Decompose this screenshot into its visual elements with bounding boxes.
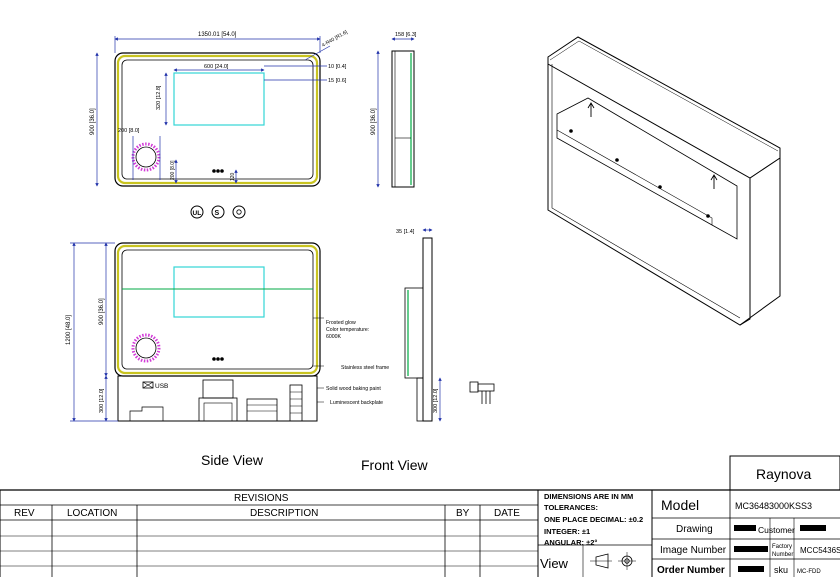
title-block: [0, 455, 840, 577]
svg-text:ONE PLACE DECIMAL: ±0.2: ONE PLACE DECIMAL: ±0.2: [544, 515, 643, 524]
knob-ring: [131, 142, 161, 172]
connector-detail: [469, 381, 495, 404]
location-header: LOCATION: [67, 508, 117, 519]
front-view: USB Frosted glow Color temperature: 6000…: [66, 242, 389, 422]
sku-value: MC-FDD: [797, 569, 821, 575]
cert-ul-icon: [190, 205, 204, 219]
redacted-drawing: [734, 525, 756, 531]
projection-symbol-icon: [590, 552, 636, 570]
tolerance-notes: DIMENSIONS ARE IN MM TOLERANCES: ONE PLA…: [544, 492, 643, 547]
dim-width: 1350.01 [54.0]: [198, 32, 237, 38]
svg-text:ANGULAR: ±2°: ANGULAR: ±2°: [544, 538, 597, 547]
model-label: Model: [661, 497, 699, 513]
usb-label: USB: [155, 383, 168, 390]
dim-corner-radius: 4-R40 [R1.6]: [321, 29, 349, 49]
description-header: DESCRIPTION: [250, 508, 318, 519]
dim-base-height: 300 [12.0]: [99, 388, 105, 413]
callout-wood: Solid wood baking paint: [326, 386, 381, 392]
mirror-inner-frame: [121, 59, 314, 180]
top-view: 1350.01 [54.0] 4-R40 [R1.6] 600 [24.0] 3…: [90, 29, 349, 187]
certification-icons: UL S: [190, 205, 246, 219]
side-view-top: 158 [6.3] 900 [36.0]: [371, 32, 417, 188]
factory-number-value: MCC5436S: [800, 546, 840, 555]
top-view-dimensions: [95, 36, 331, 187]
dim-knob-offset: 200 [8.0]: [170, 160, 176, 180]
customer-label: Customer: [758, 525, 795, 535]
revisions-title: REVISIONS: [234, 493, 289, 504]
side-view-label: Side View: [201, 452, 264, 468]
redacted-order-number: [738, 566, 764, 572]
dim-bottom-depth: 35 [1.4]: [396, 229, 415, 235]
dim-top-offset: 10 [0.4]: [328, 64, 347, 70]
dim-side-depth: 158 [6.3]: [395, 32, 417, 38]
by-header: BY: [456, 508, 470, 519]
dim-display-height: 320 [12.8]: [156, 85, 162, 110]
factory-label-line2: Number: [772, 552, 793, 558]
dim-height: 900 [36.0]: [90, 108, 96, 135]
svg-text:S: S: [215, 210, 220, 217]
callout-backplate: Luminescent backplate: [330, 400, 383, 406]
brand-name: Raynova: [756, 466, 811, 482]
svg-text:TOLERANCES:: TOLERANCES:: [544, 503, 598, 512]
display-area: [173, 72, 265, 126]
cert-etl-icon: [211, 205, 225, 219]
dim-bottom-base: 300 [12.0]: [433, 388, 439, 413]
side-view-bottom: 35 [1.4] 300 [12.0]: [396, 228, 442, 422]
mirror-outer-frame: [114, 52, 321, 187]
front-view-label: Front View: [361, 457, 429, 473]
date-header: DATE: [494, 508, 520, 519]
svg-text:INTEGER: ±1: INTEGER: ±1: [544, 527, 590, 536]
dim-dots-offset: 120: [230, 172, 236, 181]
callout-frosted-glow: Frosted glow Color temperature: 6000K: [326, 320, 371, 340]
rev-header: REV: [14, 508, 35, 519]
dim-knob-diameter: 200 [8.0]: [118, 128, 140, 134]
sku-label: sku: [774, 565, 788, 575]
touch-dots: [212, 169, 224, 173]
knob: [135, 146, 157, 168]
order-number-label: Order Number: [657, 565, 725, 576]
svg-text:DIMENSIONS ARE IN MM: DIMENSIONS ARE IN MM: [544, 492, 633, 501]
isometric-back-view: [547, 36, 781, 326]
usb-icon: [142, 381, 154, 389]
dim-total-height: 1200 [48.0]: [66, 315, 72, 345]
image-number-label: Image Number: [660, 545, 727, 556]
mirror-lit-frame: [116, 54, 319, 185]
dim-inner-offset: 15 [0.6]: [328, 78, 347, 84]
svg-text:UL: UL: [193, 210, 202, 217]
dim-side-height: 900 [36.0]: [371, 108, 377, 135]
view-label: View: [540, 556, 569, 571]
callout-frame: Stainless steel frame: [341, 365, 389, 371]
redacted-customer: [800, 525, 826, 531]
model-value: MC36483000KSS3: [735, 501, 812, 511]
dim-display-width: 600 [24.0]: [204, 64, 229, 70]
factory-label-line1: Factory: [772, 544, 792, 550]
sun-icon: [232, 205, 246, 219]
drawing-label: Drawing: [676, 524, 713, 535]
redacted-image-number: [734, 546, 768, 552]
dim-mirror-height: 900 [36.0]: [99, 298, 105, 325]
